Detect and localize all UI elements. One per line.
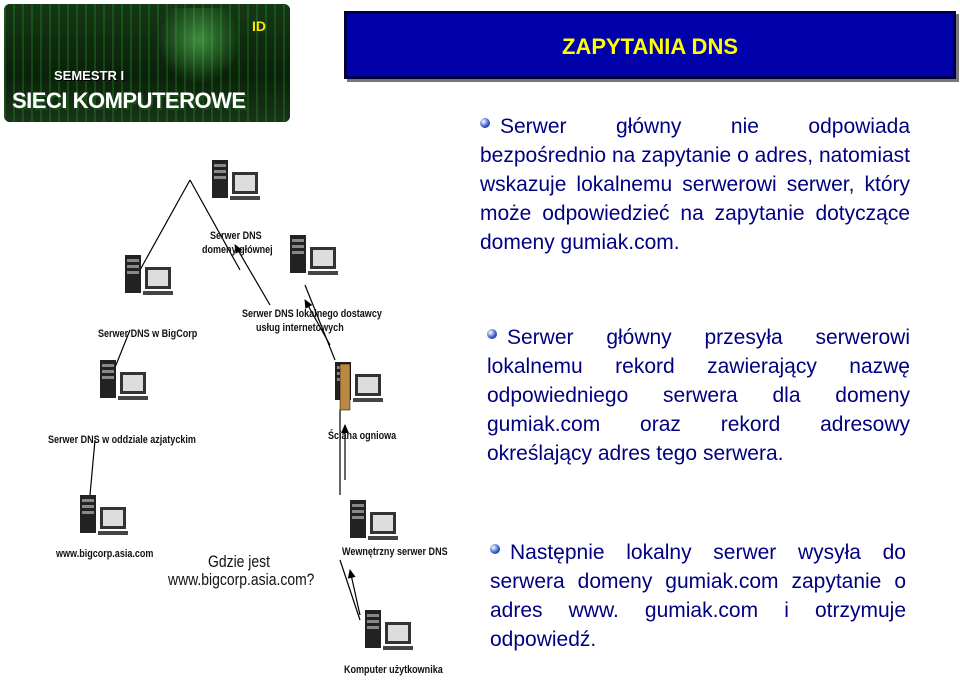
label-isp-1: Serwer DNS lokalnego dostawcy xyxy=(242,308,382,320)
paragraph-1-text: Serwer główny nie odpowiada bezpośrednio… xyxy=(480,115,910,254)
host-computer-icon xyxy=(80,495,128,535)
root-server-icon xyxy=(212,160,260,200)
label-host: www.bigcorp.asia.com xyxy=(56,548,154,560)
link-internal-user xyxy=(339,559,361,621)
label-user: Komputer użytkownika xyxy=(344,664,443,676)
paragraph-3: Następnie lokalny serwer wysyła do serwe… xyxy=(490,538,906,654)
label-bigcorp: Serwer DNS w BigCorp xyxy=(98,328,198,340)
slide-title: ZAPYTANIA DNS xyxy=(562,34,738,59)
internal-server-icon xyxy=(350,500,398,540)
label-root-2: domeny głównej xyxy=(202,244,273,256)
firewall-wall xyxy=(339,363,351,411)
logo-figures xyxy=(154,8,244,88)
label-asia: Serwer DNS w oddziale azjatyckim xyxy=(48,434,196,446)
logo-semester: SEMESTR I xyxy=(54,68,125,83)
asia-server-icon xyxy=(100,360,148,400)
label-isp-2: usług internetowych xyxy=(256,322,344,334)
label-question-2: www.bigcorp.asia.com? xyxy=(168,570,315,589)
logo-course-name: SIECI KOMPUTEROWE xyxy=(12,88,246,113)
label-internal: Wewnętrzny serwer DNS xyxy=(342,546,448,558)
bullet-icon xyxy=(480,118,490,128)
paragraph-2-text: Serwer główny przesyła serwerowi lokalne… xyxy=(487,326,910,465)
paragraph-3-text: Następnie lokalny serwer wysyła do serwe… xyxy=(490,541,906,651)
link-asia-host xyxy=(89,439,96,496)
link-root-isp xyxy=(189,179,241,271)
logo-background xyxy=(4,4,290,122)
arrow-query-isp xyxy=(304,299,331,346)
isp-server-icon xyxy=(290,235,338,275)
user-computer-icon xyxy=(365,610,413,650)
label-firewall: Ściana ogniowa xyxy=(328,430,397,442)
label-question-1: Gdzie jest xyxy=(208,552,270,571)
link-bigcorp-root xyxy=(139,179,191,271)
diagram-drawing xyxy=(80,160,413,650)
link-isp-firewall xyxy=(304,284,336,361)
arrow-query-internal xyxy=(347,569,361,616)
dns-diagram: Serwer DNS domeny głównej Serwer DNS lok… xyxy=(40,150,460,690)
bullet-icon xyxy=(490,544,500,554)
slide-title-bar: ZAPYTANIA DNS xyxy=(344,11,956,79)
arrow-query-root xyxy=(234,244,271,306)
course-logo: ID SEMESTR I SIECI KOMPUTEROWE xyxy=(4,4,290,122)
bullet-icon xyxy=(487,329,497,339)
logo-badge: ID xyxy=(252,18,266,34)
paragraph-2: Serwer główny przesyła serwerowi lokalne… xyxy=(487,323,910,468)
label-root-1: Serwer DNS xyxy=(210,230,262,242)
bigcorp-server-icon xyxy=(125,255,173,295)
paragraph-1: Serwer główny nie odpowiada bezpośrednio… xyxy=(480,112,910,257)
